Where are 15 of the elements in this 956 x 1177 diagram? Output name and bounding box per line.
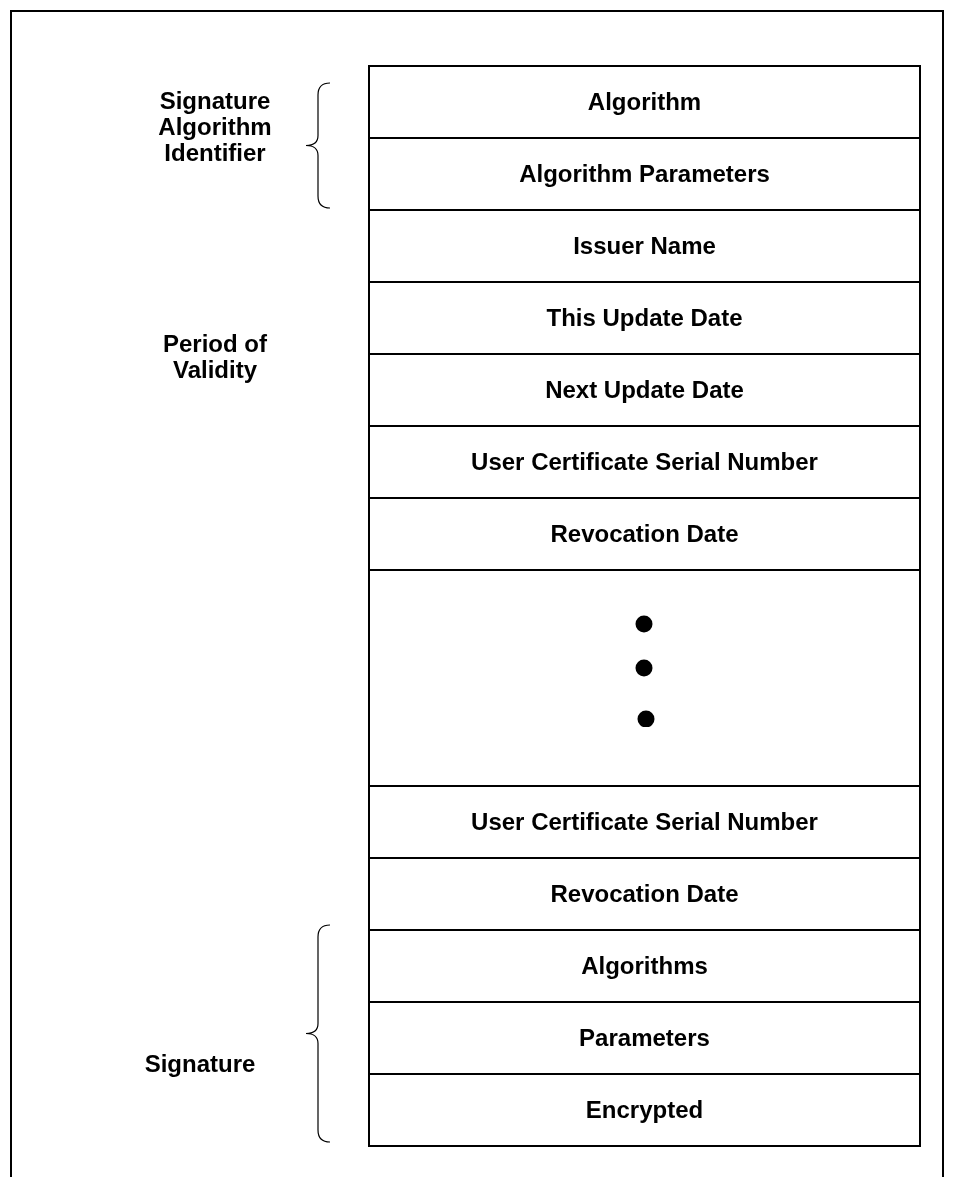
field-name: User Certificate Serial Number [471,448,818,476]
field-name: Algorithm Parameters [519,160,770,188]
group-label: Signature [143,1051,257,1077]
field-name: Revocation Date [550,880,739,908]
group-label: Signature Algorithm Identifier [157,88,273,166]
field-name: Encrypted [585,1096,704,1124]
field-name: Algorithms [581,952,708,980]
field-name: Next Update Date [545,376,744,404]
field-name: User Certificate Serial Number [471,808,818,836]
field-name: Revocation Date [550,520,739,548]
group-label: Period of Validity [162,331,268,383]
field-name: Algorithm [587,88,702,116]
field-name: Parameters [579,1024,710,1052]
field-name: This Update Date [546,304,743,332]
field-name: Issuer Name [573,232,716,260]
